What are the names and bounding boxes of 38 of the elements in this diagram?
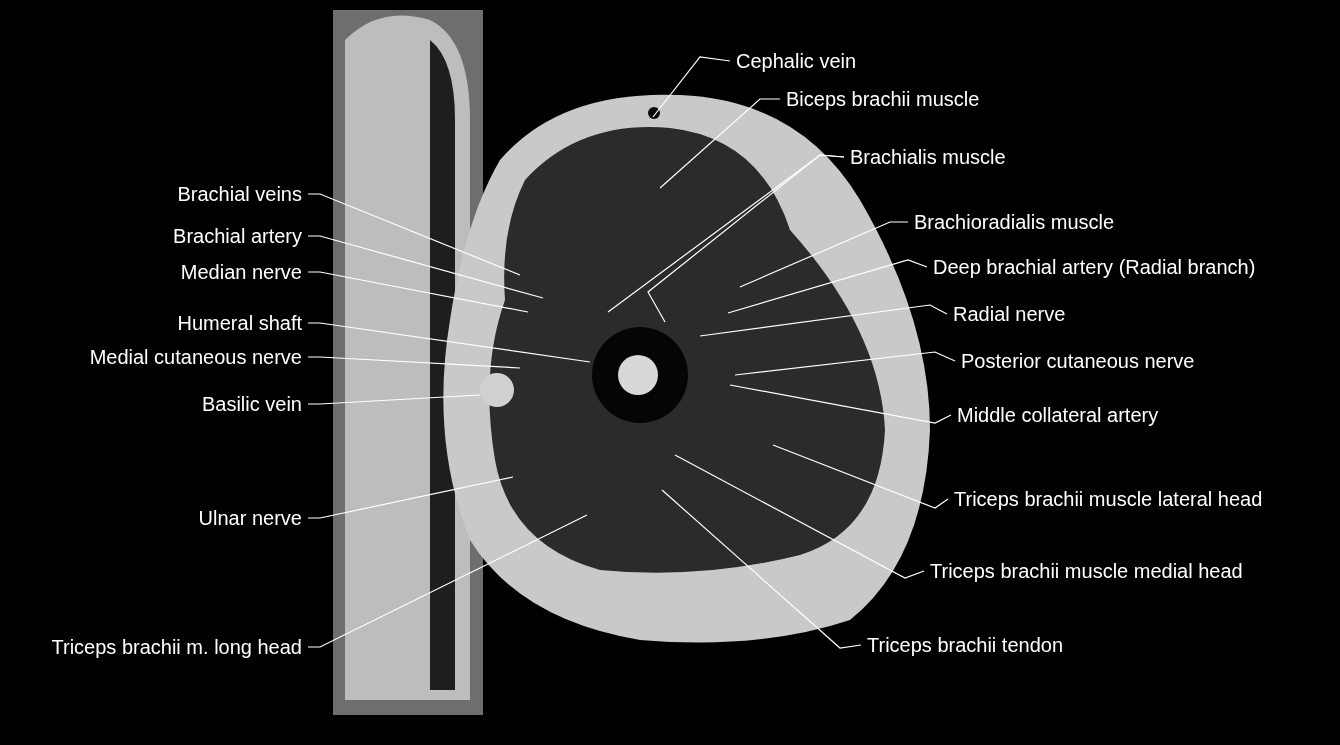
part-label: Humeral shaft (177, 311, 302, 335)
part-label: Posterior cutaneous nerve (961, 349, 1195, 373)
part-label: Middle collateral artery (957, 403, 1159, 427)
part-label: Brachialis muscle (850, 145, 1006, 169)
leader-line (729, 384, 952, 424)
leader-line (307, 322, 591, 363)
part-label: Radial nerve (953, 302, 1066, 326)
part-label: Brachial artery (173, 224, 302, 248)
leader-line (647, 154, 845, 323)
part-label: Triceps brachii tendon (867, 633, 1064, 657)
part-label: Ulnar nerve (198, 506, 302, 530)
leader-line (307, 271, 529, 313)
part-label: Deep brachial artery (Radial branch) (933, 255, 1256, 279)
leader-line (307, 514, 588, 648)
leader-line (652, 56, 731, 118)
part-label: Biceps brachii muscle (786, 87, 980, 111)
part-label: Triceps brachii muscle lateral head (954, 487, 1263, 511)
leader-line (734, 351, 956, 376)
part-label: Brachioradialis muscle (914, 210, 1115, 234)
leader-line (307, 193, 521, 276)
leader-line (307, 476, 514, 519)
leader-line (772, 444, 949, 509)
leader-line (659, 98, 781, 189)
leader-line (674, 454, 925, 579)
part-label: Triceps brachii muscle medial head (930, 559, 1243, 583)
leader-line (307, 356, 521, 369)
leader-line (661, 489, 862, 649)
leader-line (307, 235, 544, 299)
part-label: Median nerve (180, 260, 302, 284)
part-label: Medial cutaneous nerve (89, 345, 302, 369)
leader-line (727, 259, 928, 314)
leader-line (739, 221, 909, 288)
part-label: Cephalic vein (736, 49, 857, 73)
part-label: Basilic vein (201, 392, 302, 416)
part-label: Brachial veins (177, 182, 302, 206)
leader-line (307, 394, 481, 405)
part-label: Triceps brachii m. long head (51, 635, 302, 659)
leader-line (699, 304, 948, 337)
